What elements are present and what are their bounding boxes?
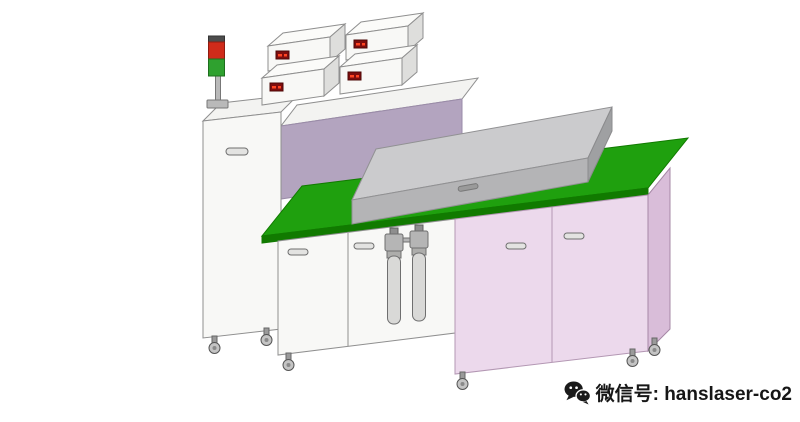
wechat-icon — [564, 381, 591, 405]
psu-display-digits — [350, 75, 354, 78]
caster-stem — [459, 371, 466, 380]
caster-stem — [263, 327, 270, 336]
psu-box — [266, 22, 347, 72]
slab-handle-slot — [457, 183, 479, 192]
filter-unit — [384, 227, 404, 325]
caster-stem — [629, 348, 636, 357]
signal-light-green — [208, 58, 225, 77]
filter-bowl — [387, 255, 401, 325]
psu-box-front — [261, 68, 325, 106]
slab-side-face — [587, 106, 613, 183]
psu-display-digits — [284, 54, 287, 57]
signal-tower-base — [206, 99, 229, 109]
signal-light-cap — [208, 35, 225, 43]
white-door-right-handle — [353, 242, 375, 250]
filter-head — [384, 233, 404, 252]
pink-door-left-handle — [505, 242, 527, 250]
caster-stem — [651, 337, 658, 346]
psu-display-digits — [278, 86, 281, 89]
psu-display-digits — [272, 86, 276, 89]
machine-render — [201, 11, 690, 390]
psu-display — [347, 71, 362, 81]
caster-wheels — [208, 327, 661, 390]
caster-hub — [630, 359, 635, 363]
granite-slab — [351, 106, 613, 225]
caster-stem — [285, 352, 292, 361]
caster-wheel — [648, 337, 661, 356]
caster-wheel — [456, 371, 469, 390]
psu-display-digits — [278, 54, 282, 57]
cabinet-right-side-panel — [647, 166, 671, 353]
cabinet-pink-section — [454, 166, 671, 375]
psu-box — [338, 43, 419, 95]
filter-unit — [409, 224, 429, 322]
caster-hub — [264, 338, 269, 342]
psu-display-digits — [356, 75, 359, 78]
caster-hub — [652, 348, 657, 352]
signal-tower-pole — [215, 73, 221, 104]
signal-tower — [206, 35, 229, 109]
watermark: 微信号: hanslaser-co2 — [564, 379, 792, 406]
psu-box-front — [339, 57, 403, 95]
caster-hub — [286, 363, 291, 367]
psu-display — [353, 39, 368, 49]
caster-stem — [211, 335, 218, 344]
caster-wheel — [626, 348, 639, 367]
watermark-text: 微信号: hanslaser-co2 — [595, 384, 792, 405]
psu-display-digits — [356, 43, 360, 46]
caster-hub — [212, 346, 217, 350]
signal-light-red — [208, 41, 225, 60]
psu-display — [269, 82, 284, 92]
filter-head — [409, 230, 429, 249]
caster-wheel — [208, 335, 221, 354]
psu-display-digits — [362, 43, 365, 46]
psu-box — [260, 54, 341, 106]
caster-wheel — [260, 327, 273, 346]
psu-display — [275, 50, 290, 60]
filter-units — [384, 224, 429, 325]
laser-psu-boxes — [260, 11, 425, 106]
caster-hub — [460, 382, 465, 386]
tower-front-panel — [202, 111, 282, 339]
pink-door-right-handle — [563, 232, 585, 240]
white-door-left-handle — [287, 248, 309, 256]
caster-wheel — [282, 352, 295, 371]
tower-door-handle — [225, 147, 249, 156]
filter-bowl — [412, 252, 426, 322]
